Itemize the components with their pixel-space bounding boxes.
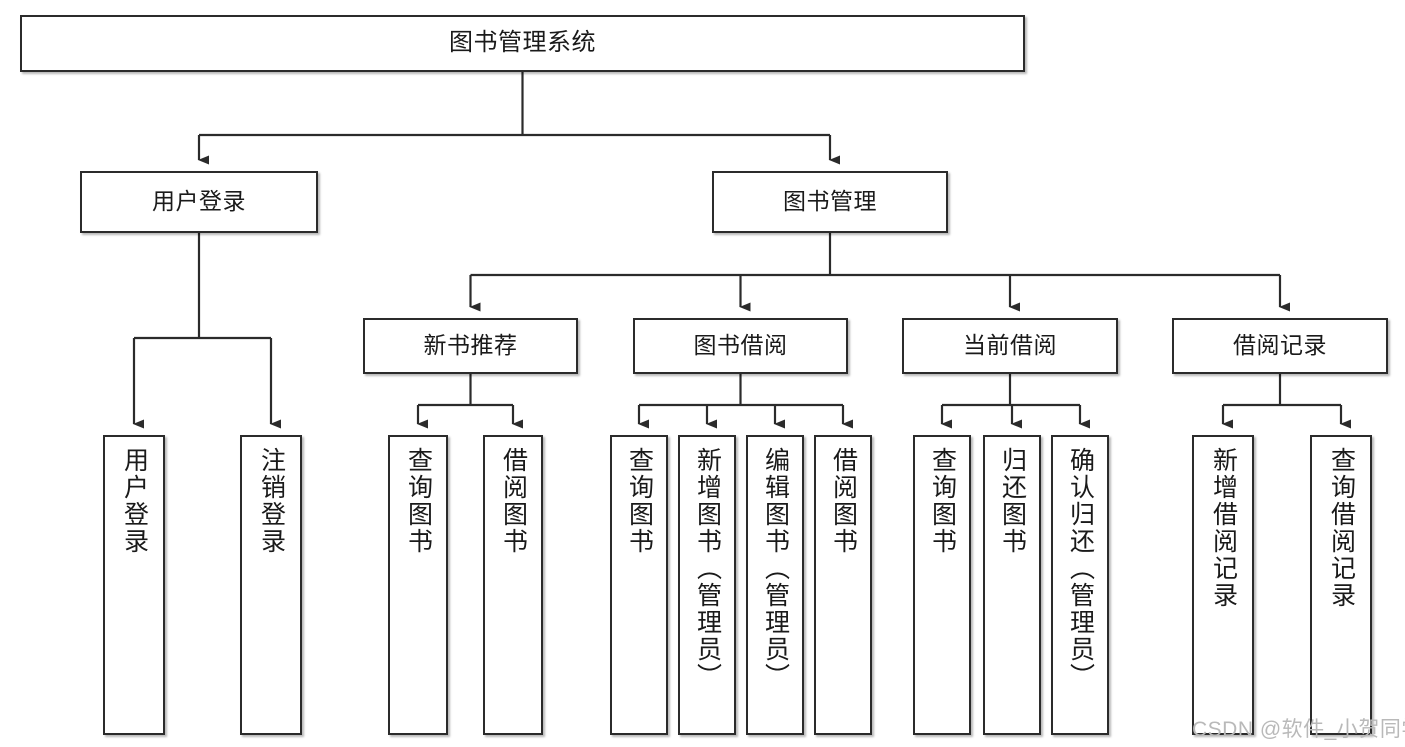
node-label-leaf-borrow-query: 查询图书: [625, 447, 654, 555]
node-book-mgmt[interactable]: 图书管理: [712, 171, 948, 233]
node-label-leaf-user-login: 用户登录: [120, 447, 149, 555]
node-label-leaf-cur-confirm: 确认归还（管理员）: [1066, 447, 1095, 690]
node-new-book-rec[interactable]: 新书推荐: [363, 318, 578, 374]
node-leaf-borrow-lend[interactable]: 借阅图书: [814, 435, 872, 735]
csdn-watermark: CSDN @软件_小贺同学: [1192, 718, 1405, 741]
node-leaf-cur-return[interactable]: 归还图书: [983, 435, 1041, 735]
node-label-current-loan: 当前借阅: [963, 332, 1057, 359]
node-label-book-borrow: 图书借阅: [693, 332, 788, 359]
node-leaf-cur-query[interactable]: 查询图书: [913, 435, 971, 735]
node-book-borrow[interactable]: 图书借阅: [633, 318, 848, 374]
node-label-leaf-borrow-add: 新增图书（管理员）: [693, 447, 722, 690]
node-leaf-borrow-query[interactable]: 查询图书: [610, 435, 668, 735]
node-label-leaf-rec-search: 查询借阅记录: [1327, 447, 1356, 609]
node-leaf-rec-borrow[interactable]: 借阅图书: [483, 435, 543, 735]
node-label-leaf-rec-query: 查询图书: [404, 447, 433, 555]
node-label-leaf-user-logout: 注销登录: [257, 447, 286, 555]
node-label-leaf-cur-query: 查询图书: [928, 447, 957, 555]
node-label-leaf-borrow-lend: 借阅图书: [829, 447, 858, 555]
node-leaf-user-login[interactable]: 用户登录: [103, 435, 165, 735]
node-label-root: 图书管理系统: [449, 29, 596, 57]
node-leaf-borrow-add[interactable]: 新增图书（管理员）: [678, 435, 736, 735]
node-leaf-cur-confirm[interactable]: 确认归还（管理员）: [1051, 435, 1109, 735]
node-leaf-rec-query[interactable]: 查询图书: [388, 435, 448, 735]
node-loan-record[interactable]: 借阅记录: [1172, 318, 1388, 374]
node-label-loan-record: 借阅记录: [1233, 332, 1327, 359]
node-label-leaf-borrow-edit: 编辑图书（管理员）: [761, 447, 790, 690]
node-leaf-rec-add[interactable]: 新增借阅记录: [1192, 435, 1254, 735]
node-label-leaf-cur-return: 归还图书: [998, 447, 1027, 555]
node-root[interactable]: 图书管理系统: [20, 15, 1025, 72]
node-leaf-borrow-edit[interactable]: 编辑图书（管理员）: [746, 435, 804, 735]
node-label-user-login: 用户登录: [152, 188, 246, 215]
node-user-login[interactable]: 用户登录: [80, 171, 318, 233]
node-label-book-mgmt: 图书管理: [783, 188, 877, 215]
node-current-loan[interactable]: 当前借阅: [902, 318, 1118, 374]
node-leaf-rec-search[interactable]: 查询借阅记录: [1310, 435, 1372, 735]
node-leaf-user-logout[interactable]: 注销登录: [240, 435, 302, 735]
node-label-leaf-rec-add: 新增借阅记录: [1209, 447, 1238, 609]
node-label-leaf-rec-borrow: 借阅图书: [499, 447, 528, 555]
node-label-new-book-rec: 新书推荐: [423, 332, 518, 359]
